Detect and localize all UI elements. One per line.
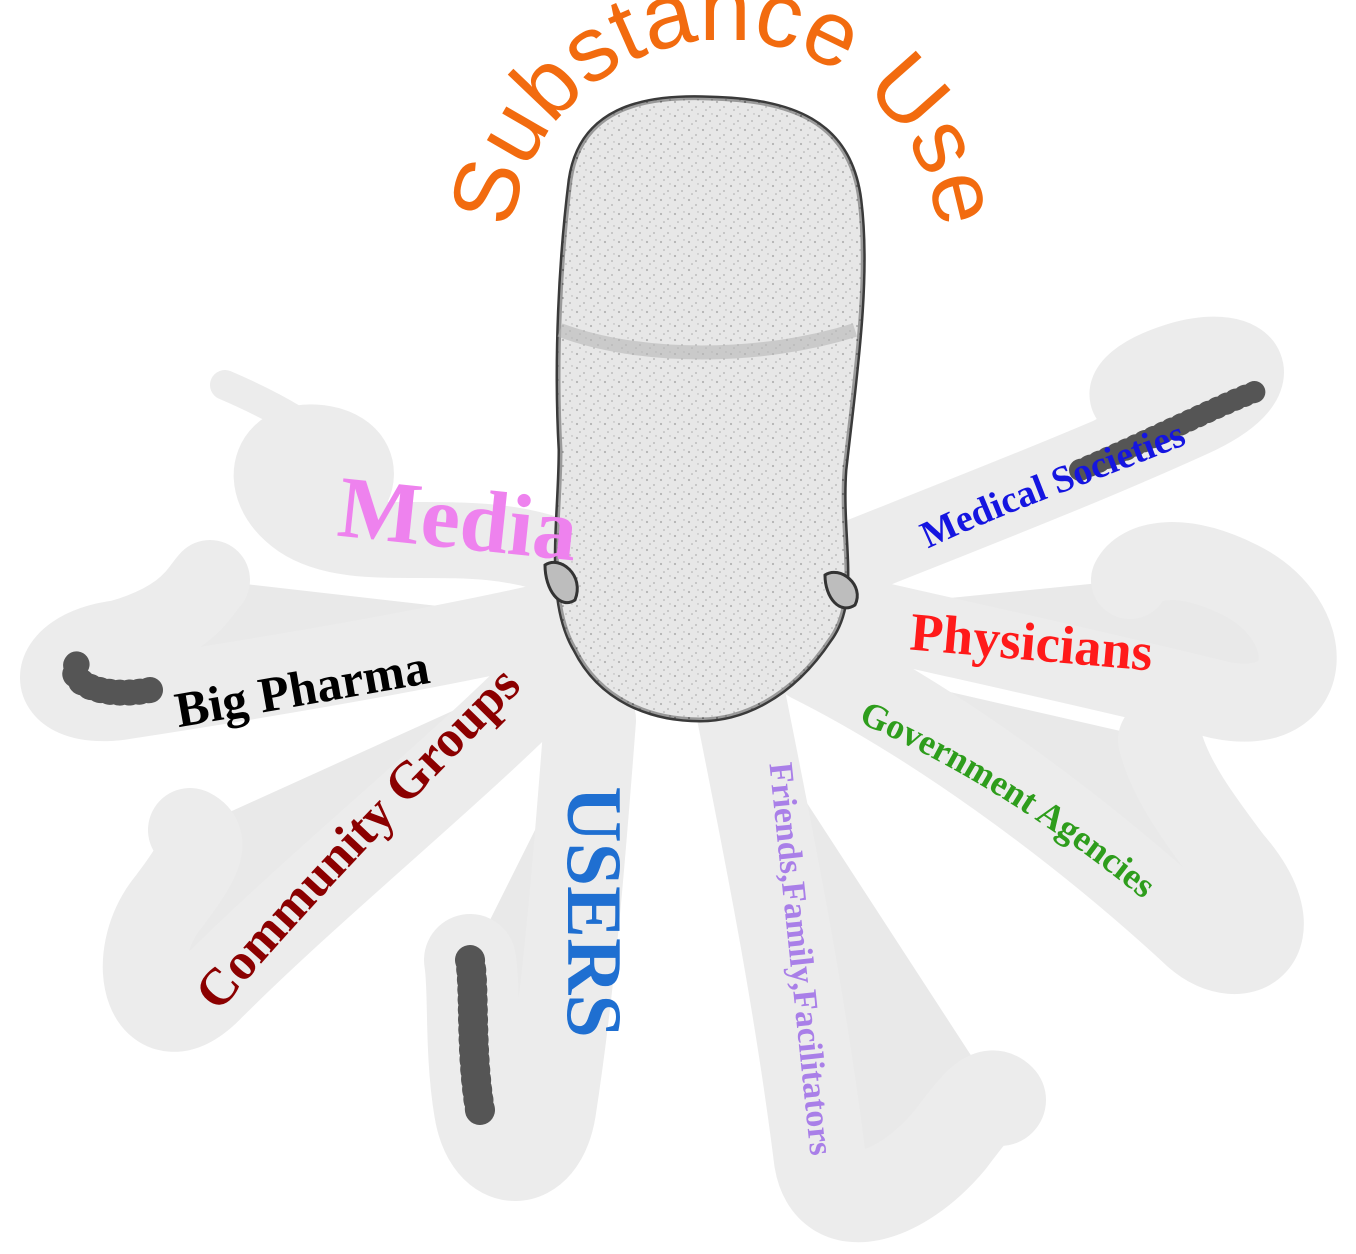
octopus-body <box>545 98 863 720</box>
label-users: USERS <box>551 786 638 1037</box>
